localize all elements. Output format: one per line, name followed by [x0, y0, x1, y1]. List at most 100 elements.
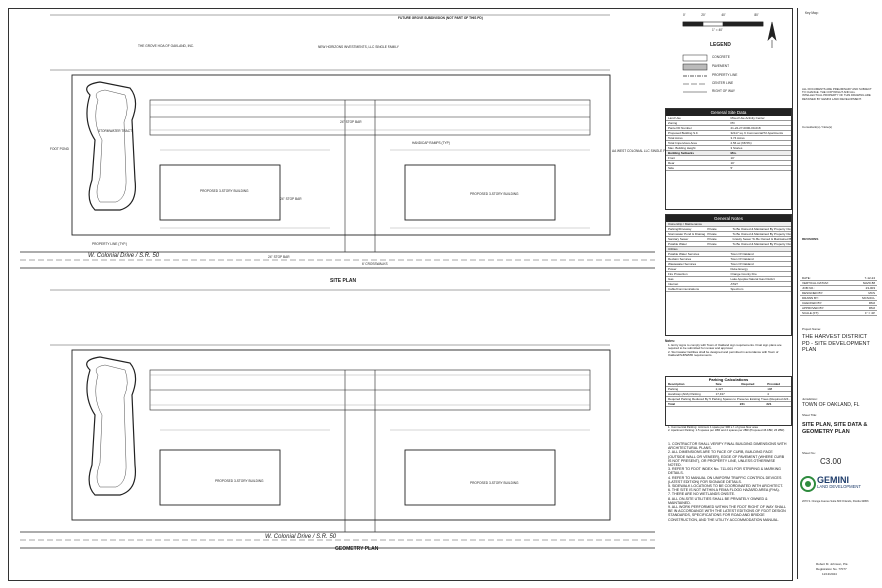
construction-notes: 1. CONTRACTOR SHALL VERIFY FINAL BUILDIN…: [665, 442, 790, 572]
future-grove-label: FUTURE GROVE SUBDIVISION (NOT PART OF TH…: [398, 16, 483, 20]
parking-header: Description: [668, 382, 685, 386]
project-info: DATE:7-12-24 VERTICAL DATUM:NAVD 88 JOB …: [800, 276, 877, 316]
company-sub: LAND DEVELOPMENT: [817, 484, 861, 489]
stop-bar-label: 24" STOP BAR: [280, 197, 302, 201]
parking-cell: [739, 392, 765, 396]
general-notes-panel: General Notes Ownership / Maintenance Pa…: [665, 214, 792, 336]
notes-desc: To Be Owned & Maintained By Property Own…: [732, 242, 792, 246]
side-note: 1. Entry signs to comply with Town of Oa…: [668, 342, 782, 351]
building-label: PROPOSED 3-STORY BUILDING: [215, 479, 264, 483]
parking-header: Provided: [767, 382, 781, 386]
setback-key: Front: [668, 156, 676, 160]
construction-note: 2. ALL DIMENSIONS ARE TO FACE OF CURB, B…: [668, 450, 785, 468]
crosswalks-label: 6' CROSSWALKS: [362, 262, 388, 266]
stop-bar-label: 24" STOP BAR: [268, 255, 290, 259]
scale-label: 20': [701, 13, 706, 17]
parking-title: Parking Calculations: [708, 377, 749, 382]
utility-value: Town Of Oakland: [730, 257, 754, 261]
property-line-label: PROPERTY LINE (TYP.): [92, 242, 128, 246]
site-data-key: Max. Building Height: [668, 146, 696, 150]
utility-value: Spectrum: [730, 287, 744, 291]
setback-value: 5': [730, 166, 733, 170]
info-key: DATE:: [802, 276, 811, 280]
sheet-title: SITE PLAN, SITE DATA & GEOMETRY PLAN: [802, 422, 868, 435]
site-data-value: Mixed Use Activity Center: [730, 116, 765, 120]
info-value: 7-12-24: [864, 276, 875, 280]
table-row: Potable Water Services Town Of Oakland: [666, 252, 791, 257]
info-value: RMJ: [868, 306, 875, 310]
setback-key: Rear: [668, 161, 675, 165]
company-address: 2070 S. Orange Avenue Suite 600 Orlando,…: [802, 500, 869, 503]
notes-owner: Private: [707, 237, 717, 241]
parking-header: Required: [741, 382, 755, 386]
side-notes: Notes: 1. Entry signs to comply with Tow…: [665, 339, 790, 370]
site-data-value: 3.74 Acres: [730, 136, 745, 140]
drawing-border: [8, 8, 793, 581]
scale-label: 40': [721, 13, 726, 17]
sheet-number: C3.00: [820, 457, 842, 466]
stop-bar-label: 24" STOP BAR: [340, 120, 362, 124]
site-plan-title: SITE PLAN: [330, 278, 357, 284]
utility-value: Town Of Oakland: [730, 252, 754, 256]
legend-item: PROPERTY LINE: [712, 73, 738, 77]
setback-value: 10': [730, 156, 735, 160]
title-block: ALL DOCUMENTS ARE PRELIMINARY AND SUBJEC…: [797, 8, 879, 579]
construction-note: 6. THE SITE IS NOT WITHIN A FEMA FLOOD H…: [668, 488, 780, 493]
info-key: APPROVED BY:: [802, 306, 825, 310]
utility-key: Gas: [668, 277, 674, 281]
table-row: Stormwater Pond & Drainage SystemPrivate…: [666, 232, 791, 237]
consultants-label: Consultant(s) / Note(s): [802, 125, 833, 129]
parking-header: Size: [715, 382, 722, 386]
info-value: MCS: [868, 291, 875, 295]
scale-text: 1" = 40': [712, 28, 723, 32]
parking-cell: 17,437: [715, 392, 725, 396]
jurisdiction-label: Jurisdiction:: [802, 397, 818, 401]
info-key: VERTICAL DATUM:: [802, 281, 829, 285]
info-key: SCALE (FT):: [802, 311, 820, 315]
parking-footnotes: 1. Commercial Parking: minimum 1 space p…: [665, 425, 790, 433]
parking-total-required: 221: [739, 402, 745, 406]
utility-value: Town Of Oakland: [730, 262, 754, 266]
utility-value: Orange County Fire: [730, 272, 757, 276]
notes-desc: To Be Owned & Maintained By Property Own…: [732, 227, 792, 231]
project-name: THE HARVEST DISTRICT PD - SITE DEVELOPME…: [802, 334, 870, 353]
engineer-name: Robert M. Johnson, P.E.: [816, 562, 849, 566]
general-notes-subheader: Ownership / Maintenance: [668, 222, 703, 226]
setback-key: Side: [668, 166, 675, 170]
info-key: CHECKED BY:: [802, 301, 823, 305]
utility-value: AT&T: [730, 282, 738, 286]
setbacks-title: Building Setbacks: [668, 151, 695, 155]
utilities-header: Utilities: [668, 247, 678, 251]
utility-value: Duke Energy: [730, 267, 748, 271]
parking-total-label: Total: [668, 402, 675, 406]
road-label: W. Colonial Drive / S.R. 50: [88, 253, 160, 259]
site-data-key: Total Impervious Area: [668, 141, 697, 145]
scale-label: 80': [754, 13, 759, 17]
info-row: APPROVED BY: RMJ: [800, 306, 877, 311]
gemini-logo-icon: [800, 476, 816, 492]
parking-footnote: 2. Apartment Parking: 1.5 spaces per 1BR…: [668, 428, 785, 433]
table-row: Description Size Required Provided: [666, 382, 791, 387]
info-row: VERTICAL DATUM:NAVD 88: [800, 281, 877, 286]
table-row: Required Parking Reduced By 5 Parking Sp…: [666, 397, 791, 402]
notes-owner: Private: [707, 232, 717, 236]
foot-pond-label: FOOT POND: [50, 147, 69, 151]
utility-key: Potable Water Services: [668, 252, 700, 256]
info-value: RMJ: [868, 301, 875, 305]
registration-number: Registration No. 77077: [816, 567, 847, 571]
notes-owner: Private: [707, 242, 717, 246]
info-row: CHECKED BY: RMJ: [800, 301, 877, 306]
